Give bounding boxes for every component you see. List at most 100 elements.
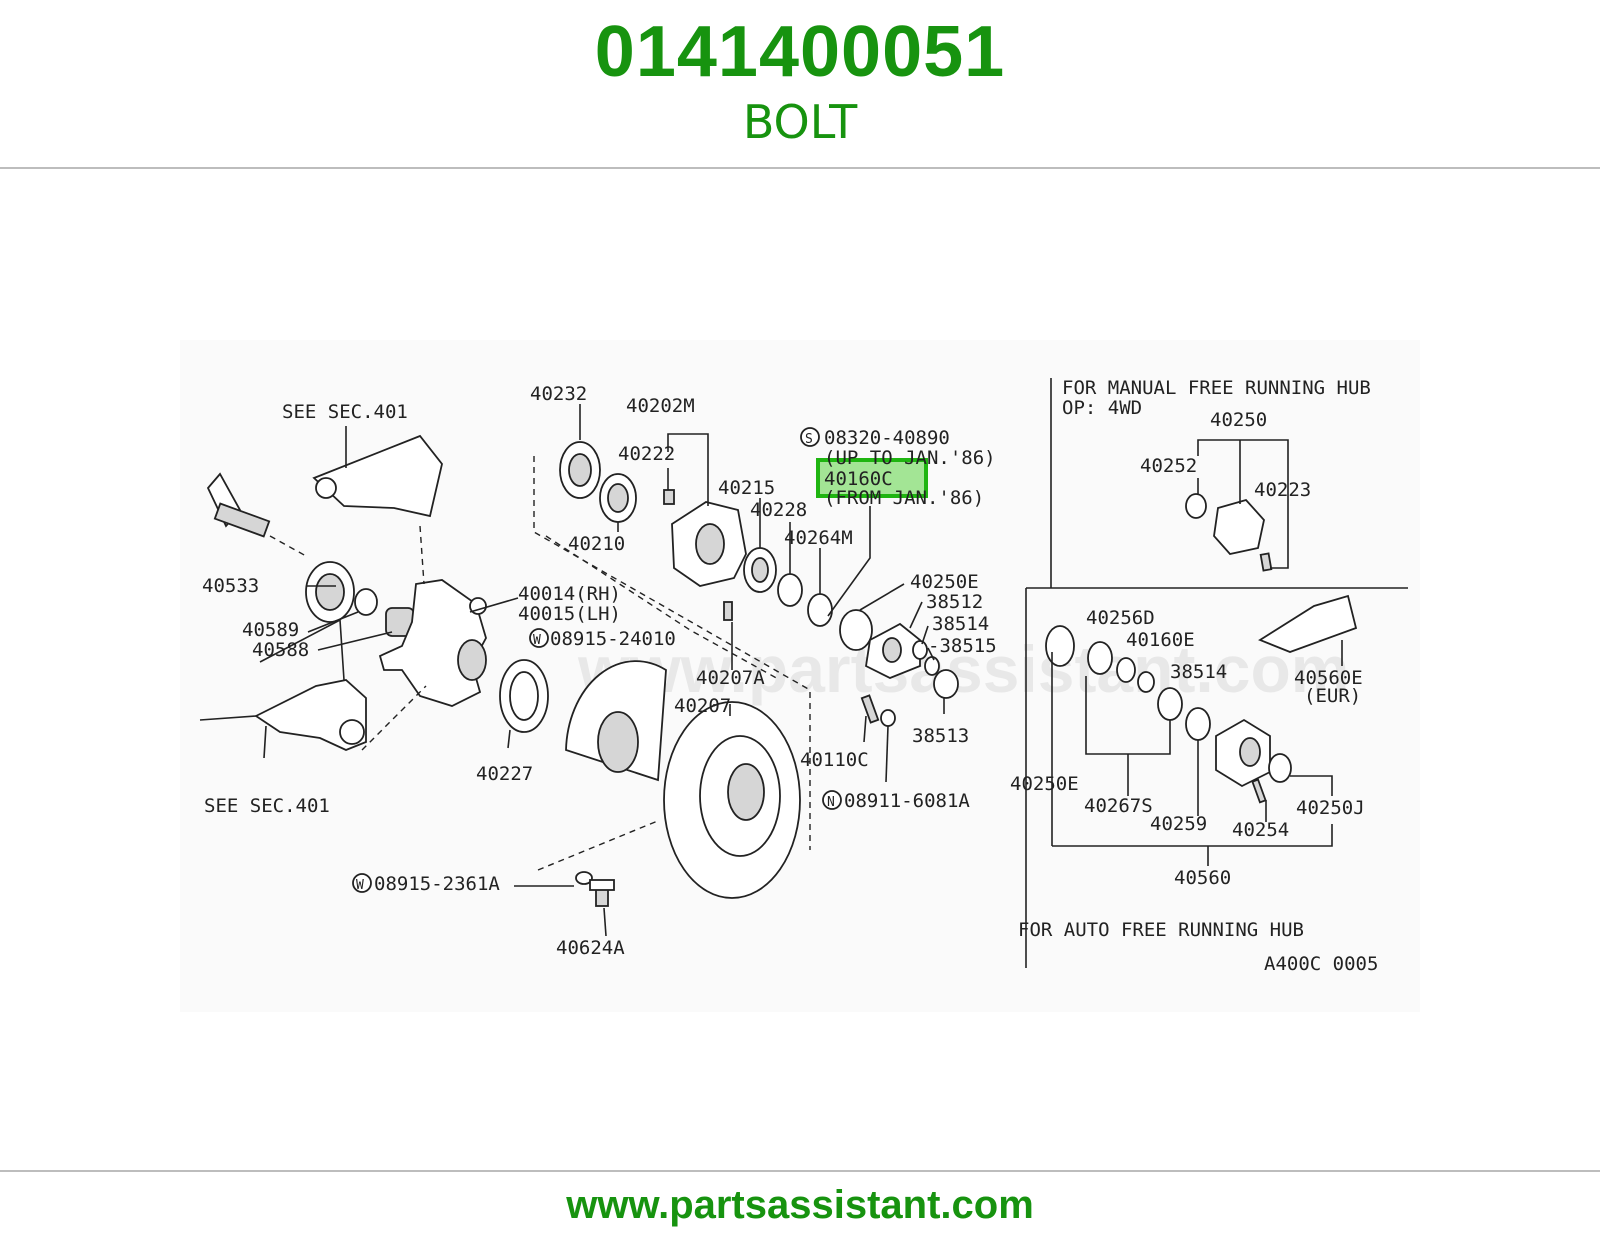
o-ring-40160c [839,609,873,651]
hub-center [695,523,725,565]
label-40254: 40254 [1232,819,1289,841]
dash-shaft [269,535,307,557]
label-40227: 40227 [476,763,533,785]
part-40256d [1087,641,1113,675]
leader-40624a [603,907,607,937]
diagram-code: A400C 0005 [1264,953,1378,975]
part-38514-right [1137,671,1155,693]
nut-08911-6081a [880,709,896,727]
label-40210: 40210 [568,533,625,555]
label-40252: 40252 [1140,455,1197,477]
label-from-jan86: (FROM JAN.'86) [824,487,984,509]
nut-symbol [822,790,842,810]
lower-ball-joint [339,719,365,745]
label-40250e-top: 40250E [910,571,979,593]
manual-hub-op: OP: 4WD [1062,397,1142,419]
part-40267s [1157,687,1183,721]
lower-arm-extension [199,715,257,721]
header-divider [0,167,1600,169]
knuckle-spindle [457,639,487,681]
cap-40250j [1268,753,1292,783]
drive-shaft [213,502,271,538]
leader-40227 [507,729,511,749]
parts-diagram: www.partsassistant.com [180,340,1420,1012]
leader-40560-group [1052,824,1333,847]
ring-38512 [912,640,928,660]
manual-hub-40250 [1213,498,1265,555]
leader-40250e-top [859,583,905,611]
tool-40560e [1258,594,1358,653]
label-08911-6081a: 08911-6081A [844,790,970,812]
label-40222: 40222 [618,443,675,465]
label-40223: 40223 [1254,479,1311,501]
label-40589: 40589 [242,619,299,641]
label-40207a: 40207A [696,667,765,689]
upper-arm-bushing [315,477,337,499]
label-40015: 40015(LH) [518,603,621,625]
washer-40228 [777,573,803,607]
leader-40250-group [1197,439,1289,569]
leader-40588 [317,631,393,651]
label-40560e: 40560E [1294,667,1363,689]
label-40160c: 40160C [824,468,893,490]
label-40232: 40232 [530,383,587,405]
label-38514-right: 38514 [1170,661,1227,683]
washer-08915-2361a [575,871,593,885]
leader-40160c [827,506,871,617]
footer-url-link[interactable]: www.partsassistant.com [566,1183,1034,1227]
label-eur: (EUR) [1304,685,1361,707]
label-40250j: 40250J [1296,797,1365,819]
label-40250e-bottom: 40250E [1010,773,1079,795]
part-40259 [1185,707,1211,741]
part-40252 [1185,493,1207,519]
label-08915-24010: 08915-24010 [550,628,676,650]
bearing-40533-inner [315,573,345,611]
washer-symbol-2 [352,873,372,893]
bearing-40215-inner [751,557,769,583]
label-40256d: 40256D [1086,607,1155,629]
header: 0141400051 BOLT [0,0,1600,168]
watermark: www.partsassistant.com [577,632,1349,706]
cap-38513 [933,669,959,699]
label-40014: 40014(RH) [518,583,621,605]
washer-symbol-2-text: W [356,878,364,893]
bolt-40254 [1251,778,1267,804]
label-40264m: 40264M [784,527,853,549]
label-40215: 40215 [718,477,775,499]
label-38513: 38513 [912,725,969,747]
leader-40202m [667,433,709,506]
footer-divider [0,1170,1600,1172]
ring-38514 [924,656,940,676]
leader-see-sec-bottom [263,725,267,759]
dash-lower-arm [361,685,427,751]
leader-40014 [469,597,519,613]
bearing-40232-inner [568,453,592,487]
label-40202m: 40202M [626,395,695,417]
leader-38515 [927,647,935,661]
nut-symbol-text: N [827,795,835,810]
label-40110c: 40110C [800,749,869,771]
hub-body-center [882,637,902,663]
part-number: 0141400051 [594,12,1006,92]
label-see-sec-top: SEE SEC.401 [282,401,408,423]
washer-symbol-1 [529,628,549,648]
dust-shield-hole [597,711,639,773]
special-symbol-text: S [805,432,813,447]
label-40588: 40588 [252,639,309,661]
ring-40250e-bottom [1045,625,1075,667]
leader-08911-6081a [885,725,889,783]
auto-hub-title: FOR AUTO FREE RUNNING HUB [1018,919,1304,941]
bolt-40207a [723,601,733,621]
dash-knuckle-top [419,525,425,585]
leader-38512 [909,601,923,629]
parts-diagram-svg: www.partsassistant.com [180,340,1420,1012]
nut-40264m [807,593,833,627]
label-40207: 40207 [674,695,731,717]
washer-symbol-1-text: W [533,633,541,648]
label-40228: 40228 [750,499,807,521]
bolt-40223 [1259,552,1273,572]
label-40624a: 40624A [556,937,625,959]
seal-40589 [354,588,378,616]
bearing-40210-inner [607,483,629,513]
part-40160e [1116,657,1136,683]
